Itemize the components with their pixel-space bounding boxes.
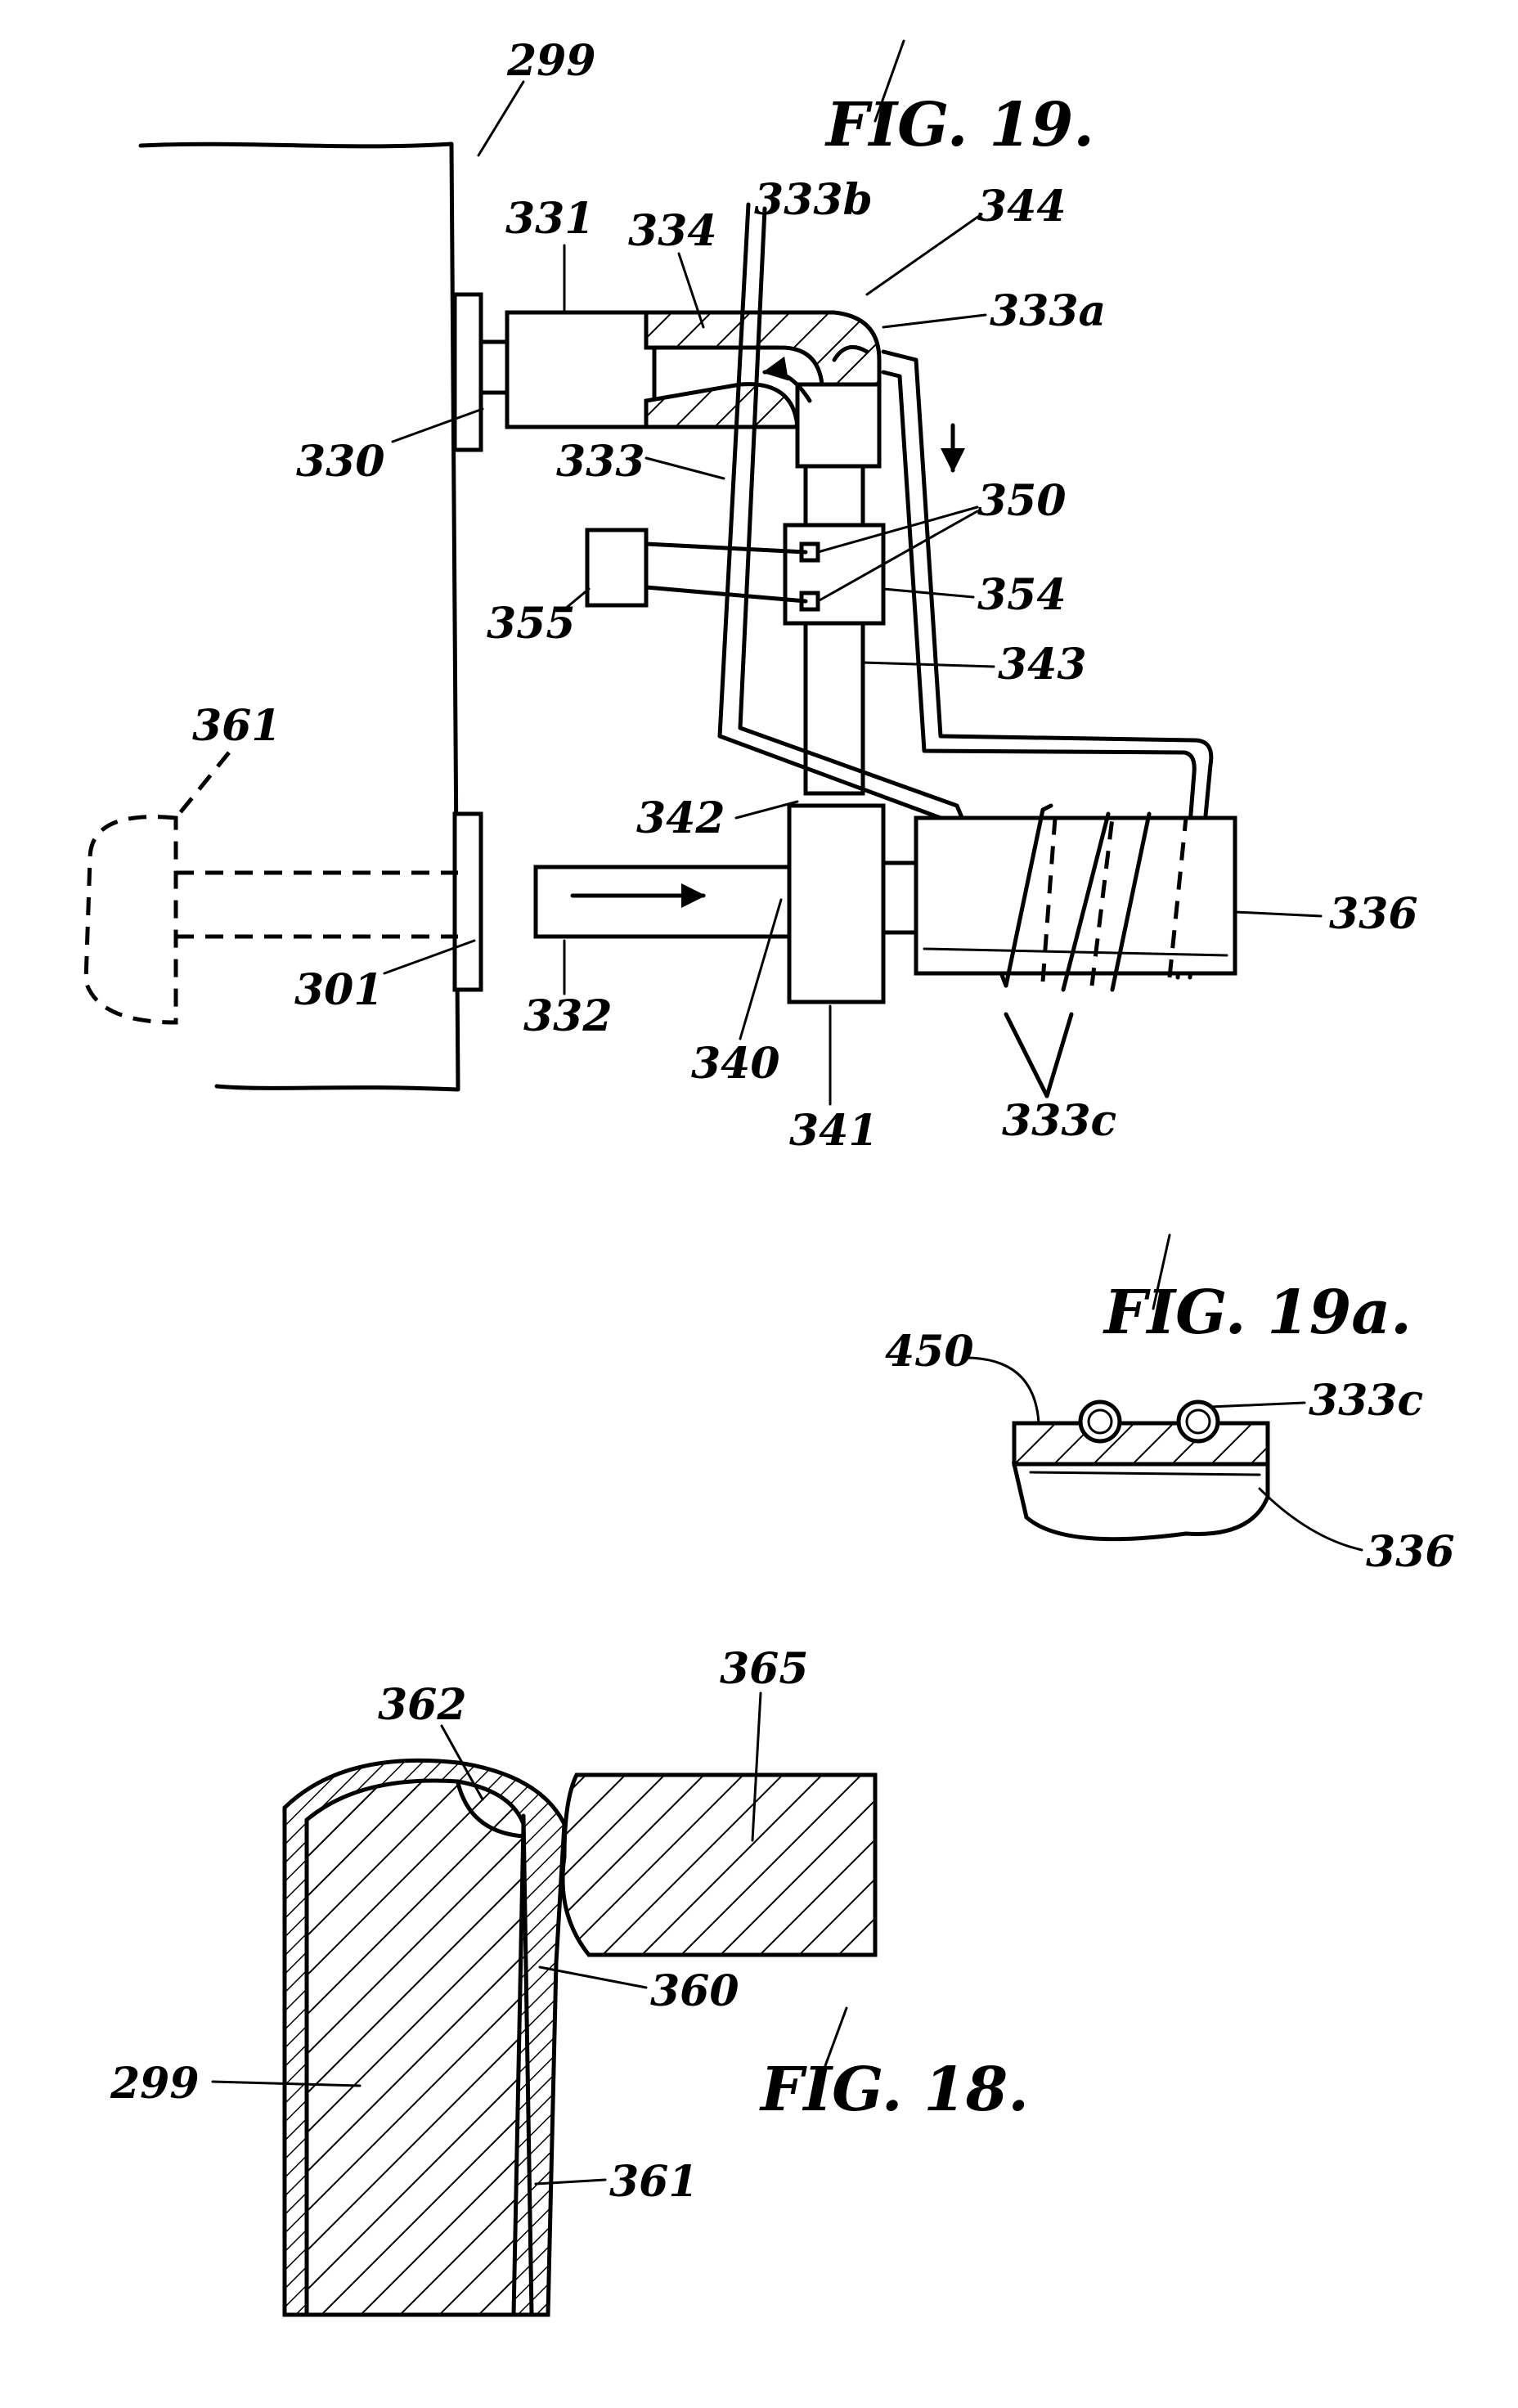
figure-18: FIG. 18. 362 365 360 299 361: [110, 1644, 1029, 2317]
leader-333c-19a: [1209, 1401, 1306, 1408]
label-336: 336: [1329, 889, 1418, 939]
tube-344-inner: [881, 370, 1197, 980]
label-342: 342: [636, 793, 725, 843]
fig18-title: FIG. 18.: [759, 2055, 1029, 2125]
label-334: 334: [628, 206, 717, 256]
leader-333c-a: [1004, 1012, 1049, 1098]
housing-333-right: [795, 382, 882, 469]
leader-333: [644, 456, 725, 480]
port-333a: [832, 344, 869, 362]
coil-333c-2: [1061, 811, 1111, 992]
figure-19a: FIG. 19a. 450 333c 336: [885, 1233, 1455, 1577]
label-361: 361: [192, 701, 281, 751]
figure-19: FIG. 19.: [83, 36, 1418, 1156]
leader-330: [391, 407, 484, 443]
leader-299-fig18: [211, 2080, 362, 2087]
fig19a-title-tick: [1152, 1233, 1171, 1310]
wall-299: [138, 142, 460, 1092]
label-301: 301: [294, 965, 384, 1015]
coil-333c-bore-2: [1185, 1408, 1211, 1435]
label-344: 344: [977, 182, 1067, 231]
vertical-pipe-343: [803, 464, 865, 796]
coil-333c-hidden-3: [1167, 817, 1188, 978]
label-332: 332: [523, 991, 613, 1041]
label-350: 350: [977, 476, 1067, 526]
housing-331: [505, 310, 657, 429]
label-333c-19a: 333c: [1309, 1376, 1423, 1426]
label-333b: 333b: [754, 175, 873, 225]
label-340: 340: [691, 1039, 780, 1089]
handle-361-dashed: [83, 815, 178, 1025]
label-299: 299: [506, 36, 596, 86]
label-343: 343: [998, 640, 1087, 690]
body-336: [1011, 1462, 1270, 1542]
leader-355: [563, 587, 591, 611]
leader-334: [677, 252, 705, 329]
coil-333c-1: [1004, 803, 1053, 988]
flow-arrow-curve-icon: [762, 356, 812, 403]
leader-350-b: [816, 510, 979, 603]
coil-333c-bore-1: [1087, 1408, 1113, 1435]
tube-344-outer: [881, 349, 1214, 980]
label-365: 365: [720, 1644, 809, 1694]
label-450: 450: [885, 1327, 974, 1377]
leader-361-fig18: [534, 2178, 607, 2186]
leader-336: [1233, 910, 1323, 918]
liner-360: [521, 1813, 534, 2317]
label-355: 355: [487, 599, 576, 649]
leader-342: [734, 800, 799, 820]
label-333a: 333a: [990, 286, 1106, 336]
seal-362: [456, 1781, 526, 1839]
body-336-edge: [1029, 1471, 1261, 1476]
leader-361: [174, 751, 231, 820]
leader-301: [383, 939, 476, 975]
shaft-361-dashed: [176, 870, 458, 939]
leader-450: [963, 1356, 1040, 1425]
platen-365: [560, 1772, 878, 1957]
label-360: 360: [650, 1966, 739, 2016]
label-361-fig18: 361: [609, 2157, 698, 2207]
fig19-title: FIG. 19.: [824, 90, 1094, 160]
coil-333c-3: [1110, 811, 1152, 992]
label-341: 341: [789, 1106, 878, 1156]
leader-354: [882, 587, 975, 599]
coil-333c-section-2: [1176, 1399, 1220, 1444]
label-362: 362: [378, 1680, 467, 1730]
leader-362: [440, 1724, 484, 1801]
leader-343: [861, 661, 995, 668]
leader-350-a: [816, 505, 979, 554]
label-331: 331: [505, 194, 595, 244]
label-330: 330: [296, 437, 385, 487]
leader-299: [477, 80, 525, 157]
label-354: 354: [977, 570, 1067, 620]
block-299-section: [304, 1778, 526, 2317]
leader-360: [538, 1965, 648, 1989]
hatched-layer-450: [1012, 1421, 1270, 1467]
cylinder-336-edge: [923, 947, 1228, 957]
leader-336-19a: [1258, 1487, 1363, 1552]
shaft-332: [533, 865, 792, 939]
leader-365: [751, 1691, 762, 1842]
coil-333c-section-1: [1078, 1399, 1122, 1444]
fig19-title-tick: [874, 39, 905, 123]
wire-355-upper: [644, 541, 808, 555]
mount-plate-lower: [452, 811, 483, 992]
coupling-341: [787, 803, 886, 1004]
fig19a-title: FIG. 19a.: [1103, 1278, 1412, 1348]
label-333c: 333c: [1002, 1096, 1116, 1146]
fig18-title-tick: [816, 2006, 848, 2087]
mount-plate-upper: [452, 292, 483, 452]
leader-333c-b: [1044, 1012, 1074, 1098]
controller-355: [585, 528, 649, 608]
leader-333a: [882, 313, 987, 329]
label-336-19a: 336: [1366, 1527, 1455, 1577]
label-299-fig18: 299: [110, 2059, 200, 2109]
leader-340: [739, 898, 783, 1040]
label-333: 333: [556, 437, 645, 487]
hatched-block-333-lower: [644, 382, 800, 429]
shaft-332-extension: [881, 860, 918, 935]
leader-344: [865, 213, 983, 296]
